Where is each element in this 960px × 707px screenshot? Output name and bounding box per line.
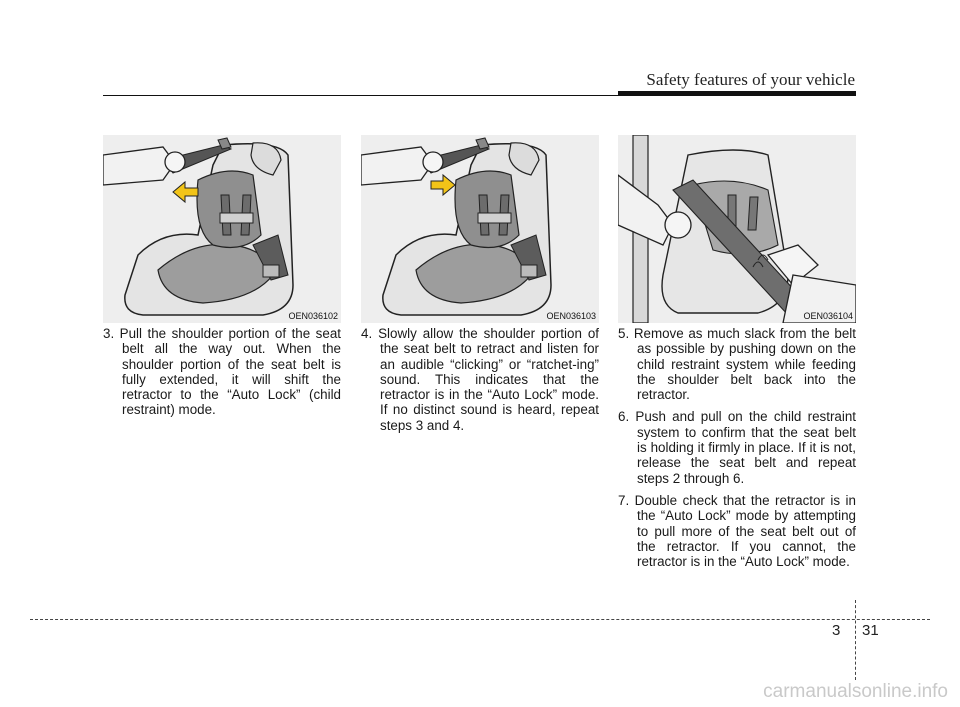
chapter-number: 3	[832, 622, 841, 639]
footer-dashed-rule	[30, 619, 930, 620]
header-title: Safety features of your vehicle	[646, 70, 855, 89]
page-number: 31	[862, 622, 879, 639]
text-column-left: 3. Pull the shoulder portion of the seat…	[103, 326, 341, 425]
figure-code: OEN036104	[803, 311, 853, 321]
header-rule-thick	[618, 91, 856, 96]
left-arrow-icon	[172, 180, 199, 204]
step-number: 7.	[618, 492, 630, 508]
figure-remove-slack: OEN036104	[618, 135, 856, 323]
step-text: Pull the shoulder portion of the seat be…	[119, 326, 341, 418]
figure-pull-belt: OEN036102	[103, 135, 341, 323]
child-seat-illustration	[103, 137, 294, 316]
step-text: Remove as much slack from the belt as po…	[633, 326, 856, 403]
step-number: 3.	[103, 326, 115, 341]
header-rule	[103, 95, 856, 96]
step-6: 6. Push and pull on the child restraint …	[618, 409, 856, 485]
step-5: 5. Remove as much slack from the belt as…	[618, 326, 856, 402]
figure-retract-belt: OEN036103	[361, 135, 599, 323]
text-column-middle: 4. Slowly allow the shoulder portion of …	[361, 326, 599, 440]
step-7: 7. Double check that the retractor is in…	[618, 493, 856, 569]
step-text: Push and pull on the child restraint sys…	[635, 409, 856, 486]
text-column-right: 5. Remove as much slack from the belt as…	[618, 326, 856, 576]
right-arrow-icon	[430, 173, 456, 197]
footer-dashed-divider	[855, 600, 856, 680]
child-seat-illustration	[618, 135, 856, 323]
child-seat-illustration	[361, 137, 552, 316]
step-3: 3. Pull the shoulder portion of the seat…	[103, 326, 341, 418]
step-number: 6.	[618, 409, 630, 425]
step-number: 4.	[361, 326, 373, 341]
step-4: 4. Slowly allow the shoulder portion of …	[361, 326, 599, 433]
step-number: 5.	[618, 326, 630, 341]
step-text: Double check that the retractor is in th…	[634, 492, 856, 570]
figure-code: OEN036102	[288, 311, 338, 321]
watermark: carmanualsonline.info	[763, 681, 948, 702]
figure-code: OEN036103	[546, 311, 596, 321]
step-text: Slowly allow the shoulder portion of the…	[378, 326, 599, 433]
